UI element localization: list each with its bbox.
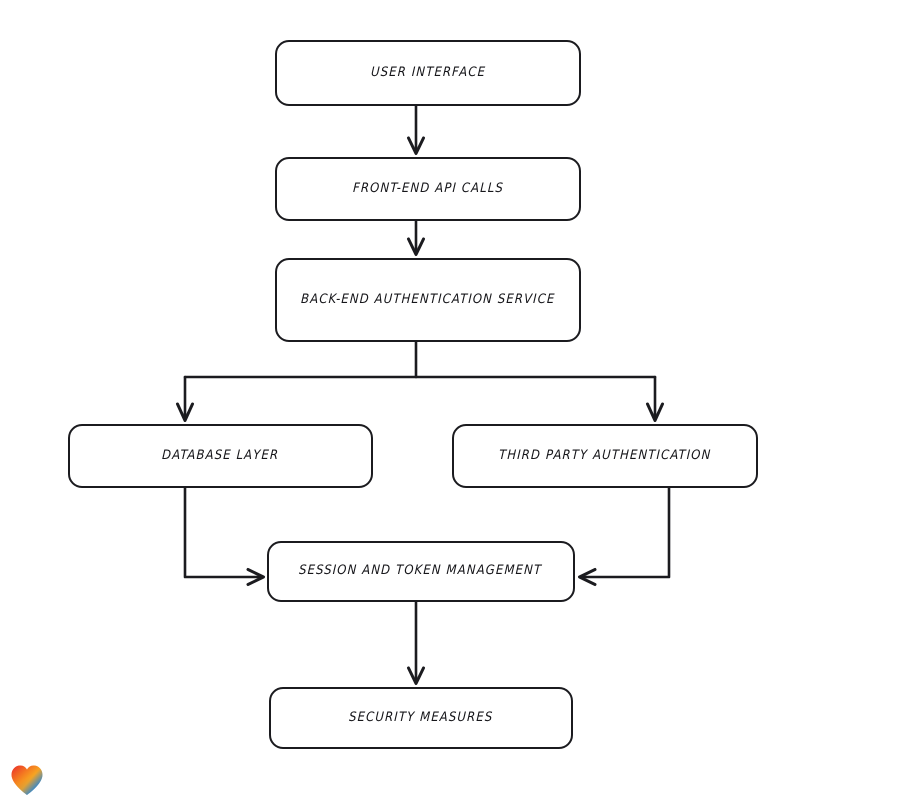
node-user-interface-label: User Interface [370, 64, 486, 80]
edge-session-to-security [407, 600, 425, 685]
node-backend-auth[interactable]: Back-end Authentication Service [275, 258, 581, 342]
edge-frontend-to-backend [407, 219, 425, 256]
node-session-token[interactable]: Session and Token Management [267, 541, 575, 602]
edge-ui-to-frontend [407, 104, 425, 155]
node-database-layer-label: Database Layer [161, 447, 280, 463]
node-user-interface[interactable]: User Interface [275, 40, 581, 106]
node-security-measures[interactable]: Security Measures [269, 687, 573, 749]
edge-backend-split [176, 340, 664, 422]
node-third-party-auth[interactable]: Third Party Authentication [452, 424, 758, 488]
heart-icon [11, 765, 43, 795]
node-third-party-auth-label: Third Party Authentication [498, 447, 712, 463]
node-backend-auth-label: Back-end Authentication Service [300, 291, 556, 307]
edge-thirdparty-to-session [578, 486, 671, 586]
node-frontend-api[interactable]: Front-end API Calls [275, 157, 581, 221]
edge-database-to-session [183, 486, 265, 586]
node-session-token-label: Session and Token Management [299, 563, 543, 579]
node-security-measures-label: Security Measures [348, 709, 494, 725]
node-database-layer[interactable]: Database Layer [68, 424, 373, 488]
node-frontend-api-label: Front-end API Calls [352, 180, 504, 196]
